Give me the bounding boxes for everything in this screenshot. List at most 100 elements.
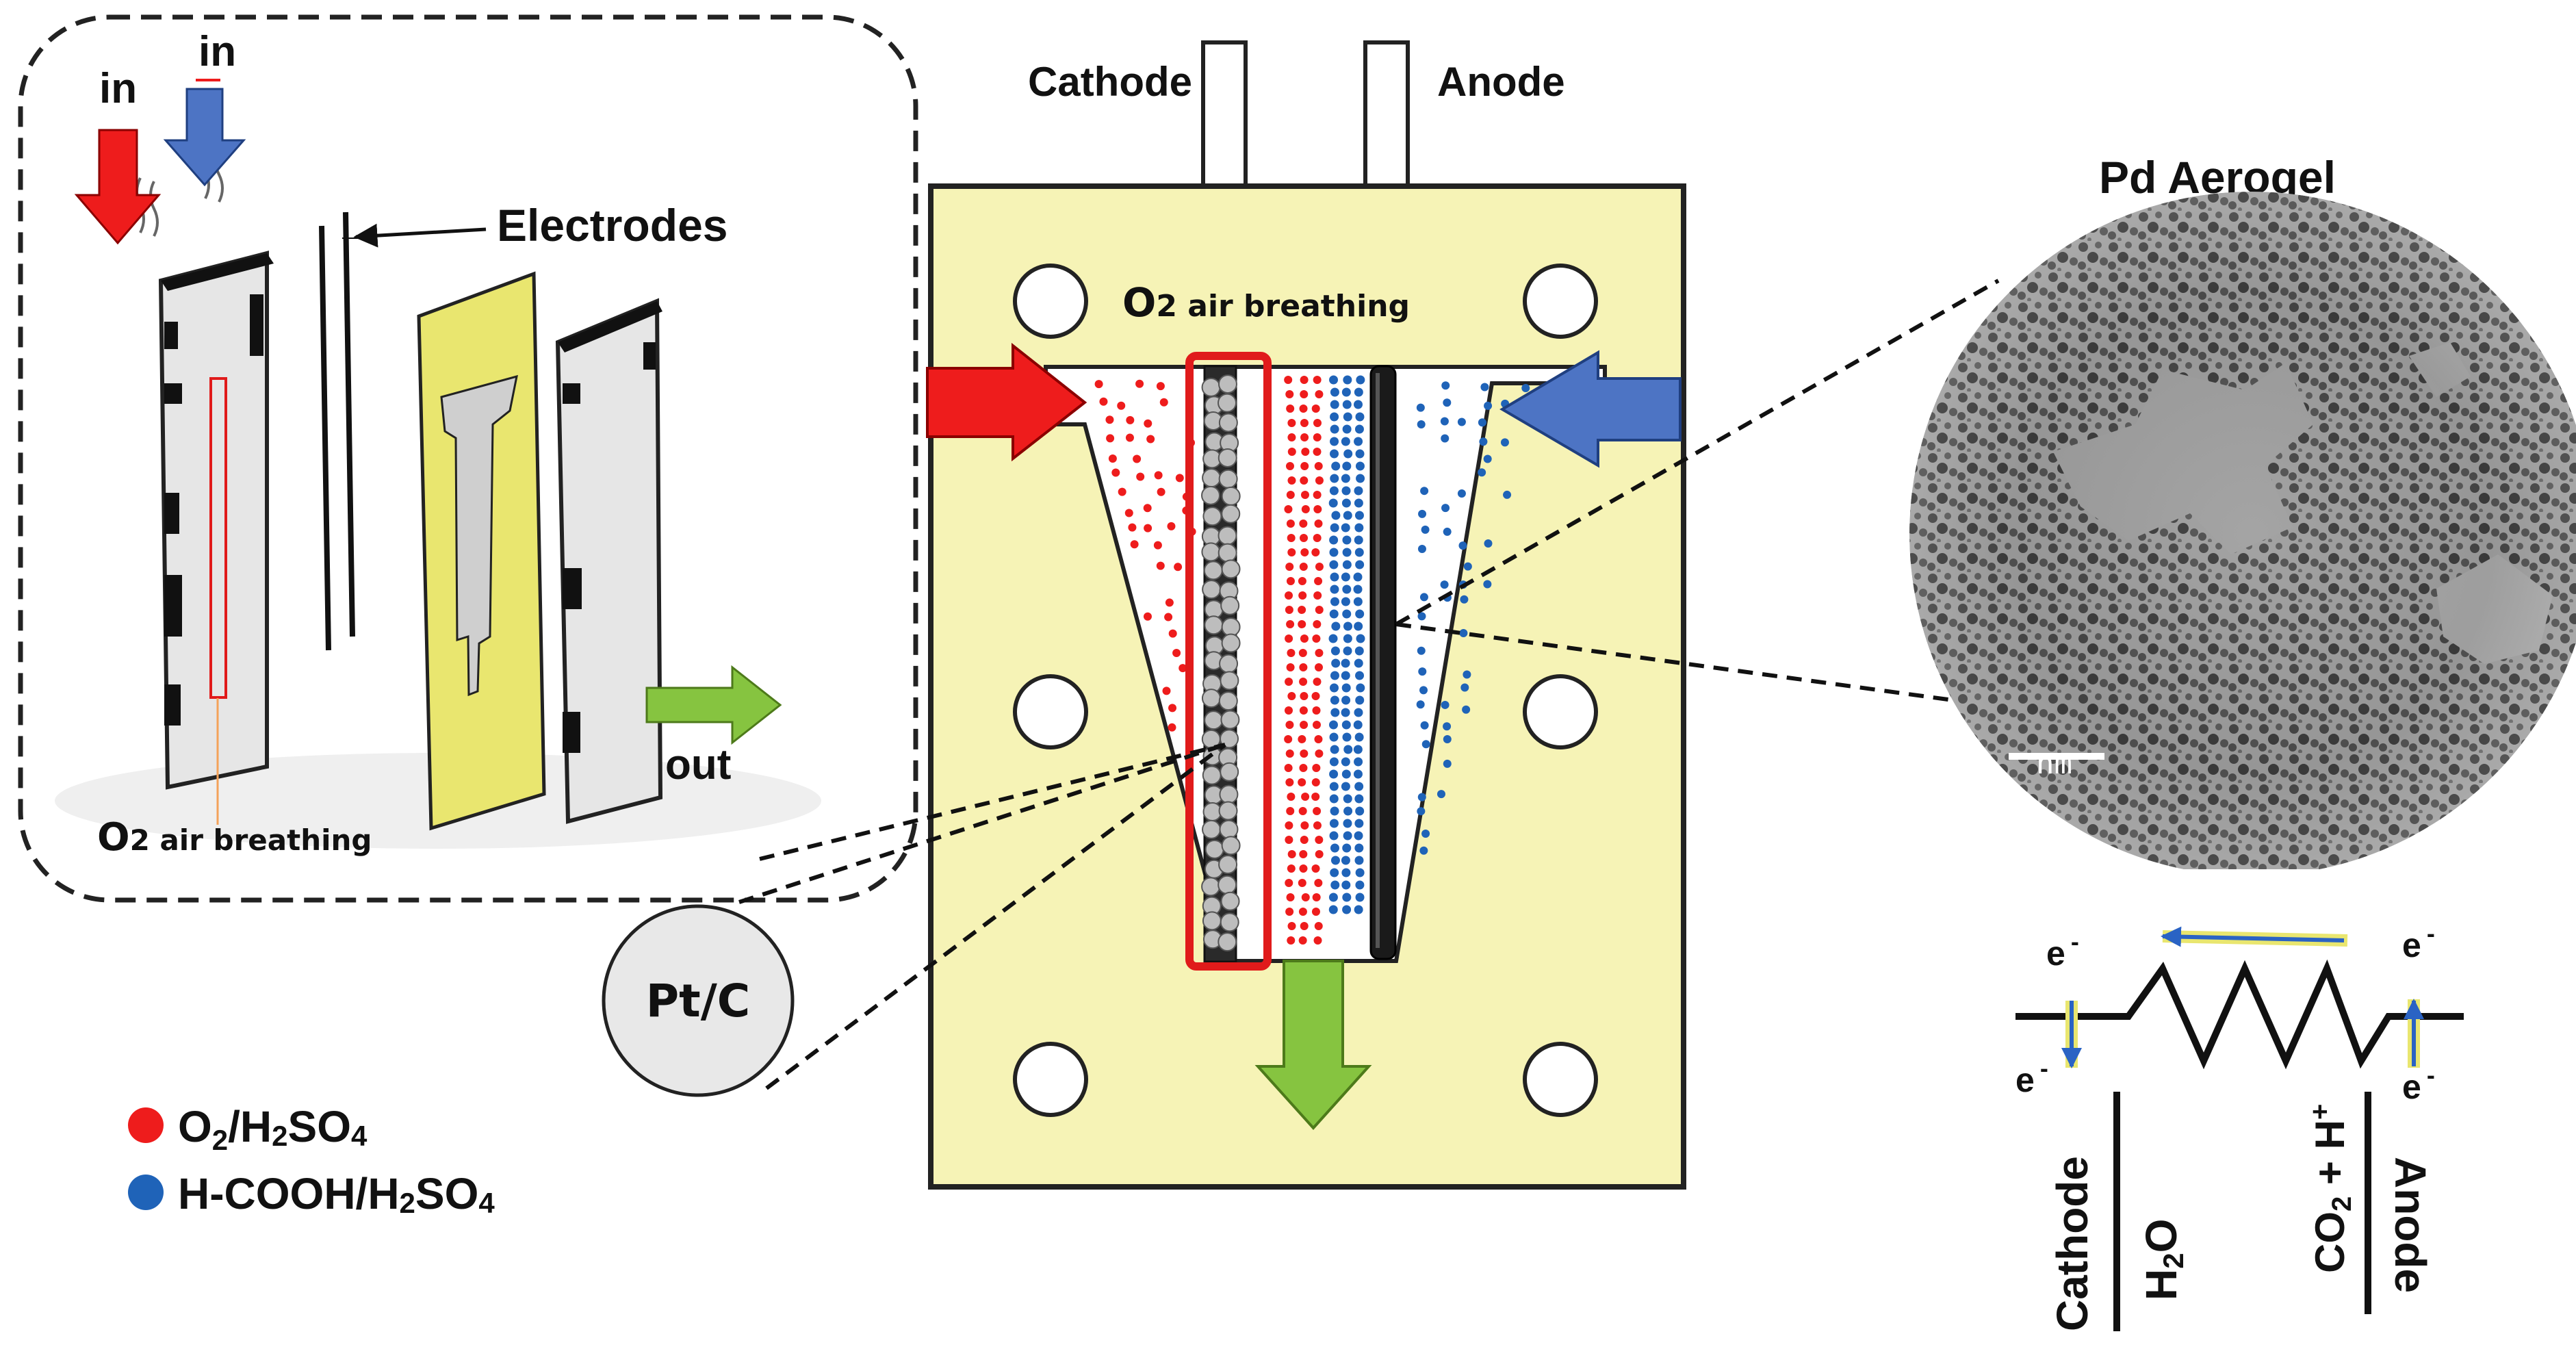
anode-terminal	[1363, 40, 1410, 195]
electrolyte-dot	[1298, 649, 1307, 657]
o2-label-small: O2 air breathing	[97, 815, 372, 860]
electrolyte-dot	[1298, 936, 1307, 945]
electrolyte-dot	[1301, 893, 1310, 901]
electrolyte-dot	[1174, 563, 1183, 572]
electrolyte-dot	[1298, 735, 1306, 743]
electrolyte-dot	[1287, 433, 1296, 441]
pt-c-particle	[1220, 912, 1239, 932]
electrolyte-dot	[1298, 778, 1306, 786]
electrolyte-dot	[1299, 519, 1308, 528]
electrolyte-dot	[1172, 649, 1181, 658]
electrolyte-dot	[1342, 732, 1352, 742]
blue-inlet-arrow-icon	[163, 88, 246, 187]
electrolyte-dot	[1353, 597, 1363, 606]
electrolyte-dot	[1329, 769, 1339, 779]
electrolyte-dot	[1330, 474, 1339, 483]
electrolyte-dot	[1301, 505, 1310, 513]
electrolyte-dot	[1285, 462, 1294, 470]
pt-c-label: Pt/C	[646, 975, 750, 1027]
svg-text:H-COOH/H2SO4: H-COOH/H2SO4	[178, 1169, 495, 1219]
cathode-electrolyte-dots	[1094, 376, 1324, 945]
pt-c-particle	[1218, 543, 1237, 563]
electrolyte-dot	[1420, 487, 1429, 496]
electrolyte-dot	[1419, 686, 1428, 695]
electrolyte-dot	[1354, 831, 1363, 841]
electrolyte-dot	[1299, 764, 1308, 772]
electrolyte-dot	[1285, 606, 1293, 614]
electrolyte-dot	[1343, 819, 1352, 828]
electrolyte-dot	[1300, 419, 1309, 427]
electrolyte-dot	[1285, 390, 1294, 398]
electrolyte-dot	[1299, 678, 1308, 686]
electrolyte-dot	[1315, 390, 1324, 398]
electrode-rods	[319, 211, 359, 651]
electrolyte-dot	[1355, 412, 1365, 422]
pt-c-particle	[1202, 819, 1222, 839]
electrolyte-dot	[1286, 663, 1295, 671]
electrolyte-dot	[1330, 868, 1339, 877]
electrolyte-dot	[1330, 695, 1339, 705]
electrolyte-dot	[1300, 749, 1309, 758]
electrolyte-dot	[1354, 843, 1364, 853]
pt-c-particle	[1201, 689, 1221, 708]
electrolyte-dot	[1341, 597, 1350, 606]
electrolyte-dot	[1421, 740, 1430, 749]
electron-label-bottom-left: e-	[2015, 1054, 2048, 1099]
electrolyte-dot	[1441, 381, 1450, 390]
electrolyte-dot	[1153, 541, 1162, 550]
electrolyte-dot	[1329, 375, 1339, 385]
electrolyte-dot	[1300, 922, 1309, 930]
electrolyte-dot	[1343, 646, 1352, 656]
electrolyte-dot	[1342, 585, 1352, 594]
pt-c-circle	[602, 904, 795, 1097]
electrolyte-dot	[1478, 418, 1486, 427]
legend: O2/H2SO4 H-COOH/H2SO4	[128, 1102, 495, 1219]
electrolyte-dot	[1331, 658, 1341, 668]
pt-c-particle	[1201, 542, 1221, 562]
electrolyte-dot	[1165, 598, 1174, 607]
electrolyte-dot	[1330, 880, 1340, 890]
electrolyte-dot	[1341, 880, 1351, 890]
electrolyte-dot	[1168, 704, 1177, 713]
electrolyte-dot	[1483, 580, 1492, 589]
electrolyte-dot	[1313, 591, 1322, 600]
electrolyte-dot	[1311, 864, 1320, 873]
electrolyte-dot	[1313, 505, 1322, 513]
blue-flow-arrow-icon	[1499, 350, 1682, 468]
pt-c-particle	[1201, 485, 1221, 505]
electrolyte-dot	[1135, 379, 1144, 388]
electrolyte-dot	[1162, 687, 1171, 695]
electrolyte-dot	[1287, 448, 1296, 456]
pd-aerogel-image	[1909, 192, 2576, 876]
electron-label-top-right: e-	[2402, 919, 2435, 964]
electrolyte-dot	[1314, 735, 1323, 743]
electrolyte-dot	[1503, 490, 1512, 499]
pt-c-particle	[1221, 836, 1241, 856]
electrolyte-dot	[1354, 523, 1364, 533]
electrolyte-dot	[1330, 387, 1339, 397]
electrolyte-dot	[1341, 474, 1350, 483]
electrolyte-dot	[1417, 793, 1426, 801]
electrolyte-dot	[1356, 375, 1365, 385]
electrolyte-dot	[1479, 437, 1488, 446]
electrolyte-dot	[1286, 491, 1295, 499]
electrolyte-dot	[1343, 511, 1352, 520]
green-outlet-arrow-icon	[645, 665, 782, 745]
pt-c-particle	[1219, 819, 1239, 839]
electrolyte-dot	[1343, 794, 1352, 804]
electrolyte-dot	[1330, 412, 1339, 422]
electrolyte-dot	[1440, 417, 1449, 426]
left-plate	[136, 143, 274, 825]
electrolyte-dot	[1314, 922, 1323, 930]
pt-c-particle	[1202, 580, 1222, 600]
electrolyte-dot	[1156, 561, 1165, 570]
electrolyte-dot	[1343, 634, 1352, 643]
electrolyte-dot	[1354, 424, 1364, 434]
pt-c-particle	[1218, 932, 1237, 952]
electrolyte-dot	[1463, 670, 1471, 679]
electrolyte-dot	[1354, 819, 1364, 828]
electrolyte-dot	[1441, 504, 1450, 513]
electrolyte-dot	[1417, 612, 1426, 621]
electrolyte-dot	[1355, 868, 1365, 877]
electrolyte-dot	[1355, 560, 1365, 569]
